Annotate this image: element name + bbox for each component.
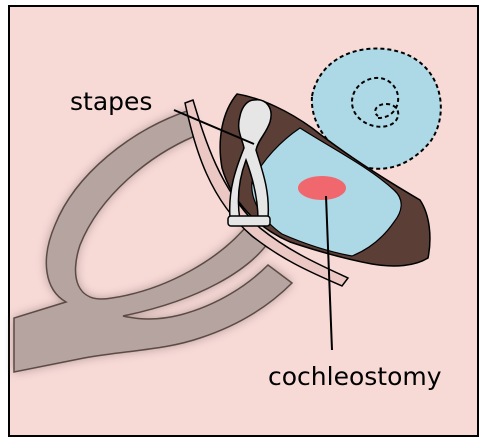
cochleostomy-opening (298, 176, 346, 200)
cochleostomy-label: cochleostomy (268, 362, 442, 391)
stapes-label: stapes (70, 87, 152, 116)
